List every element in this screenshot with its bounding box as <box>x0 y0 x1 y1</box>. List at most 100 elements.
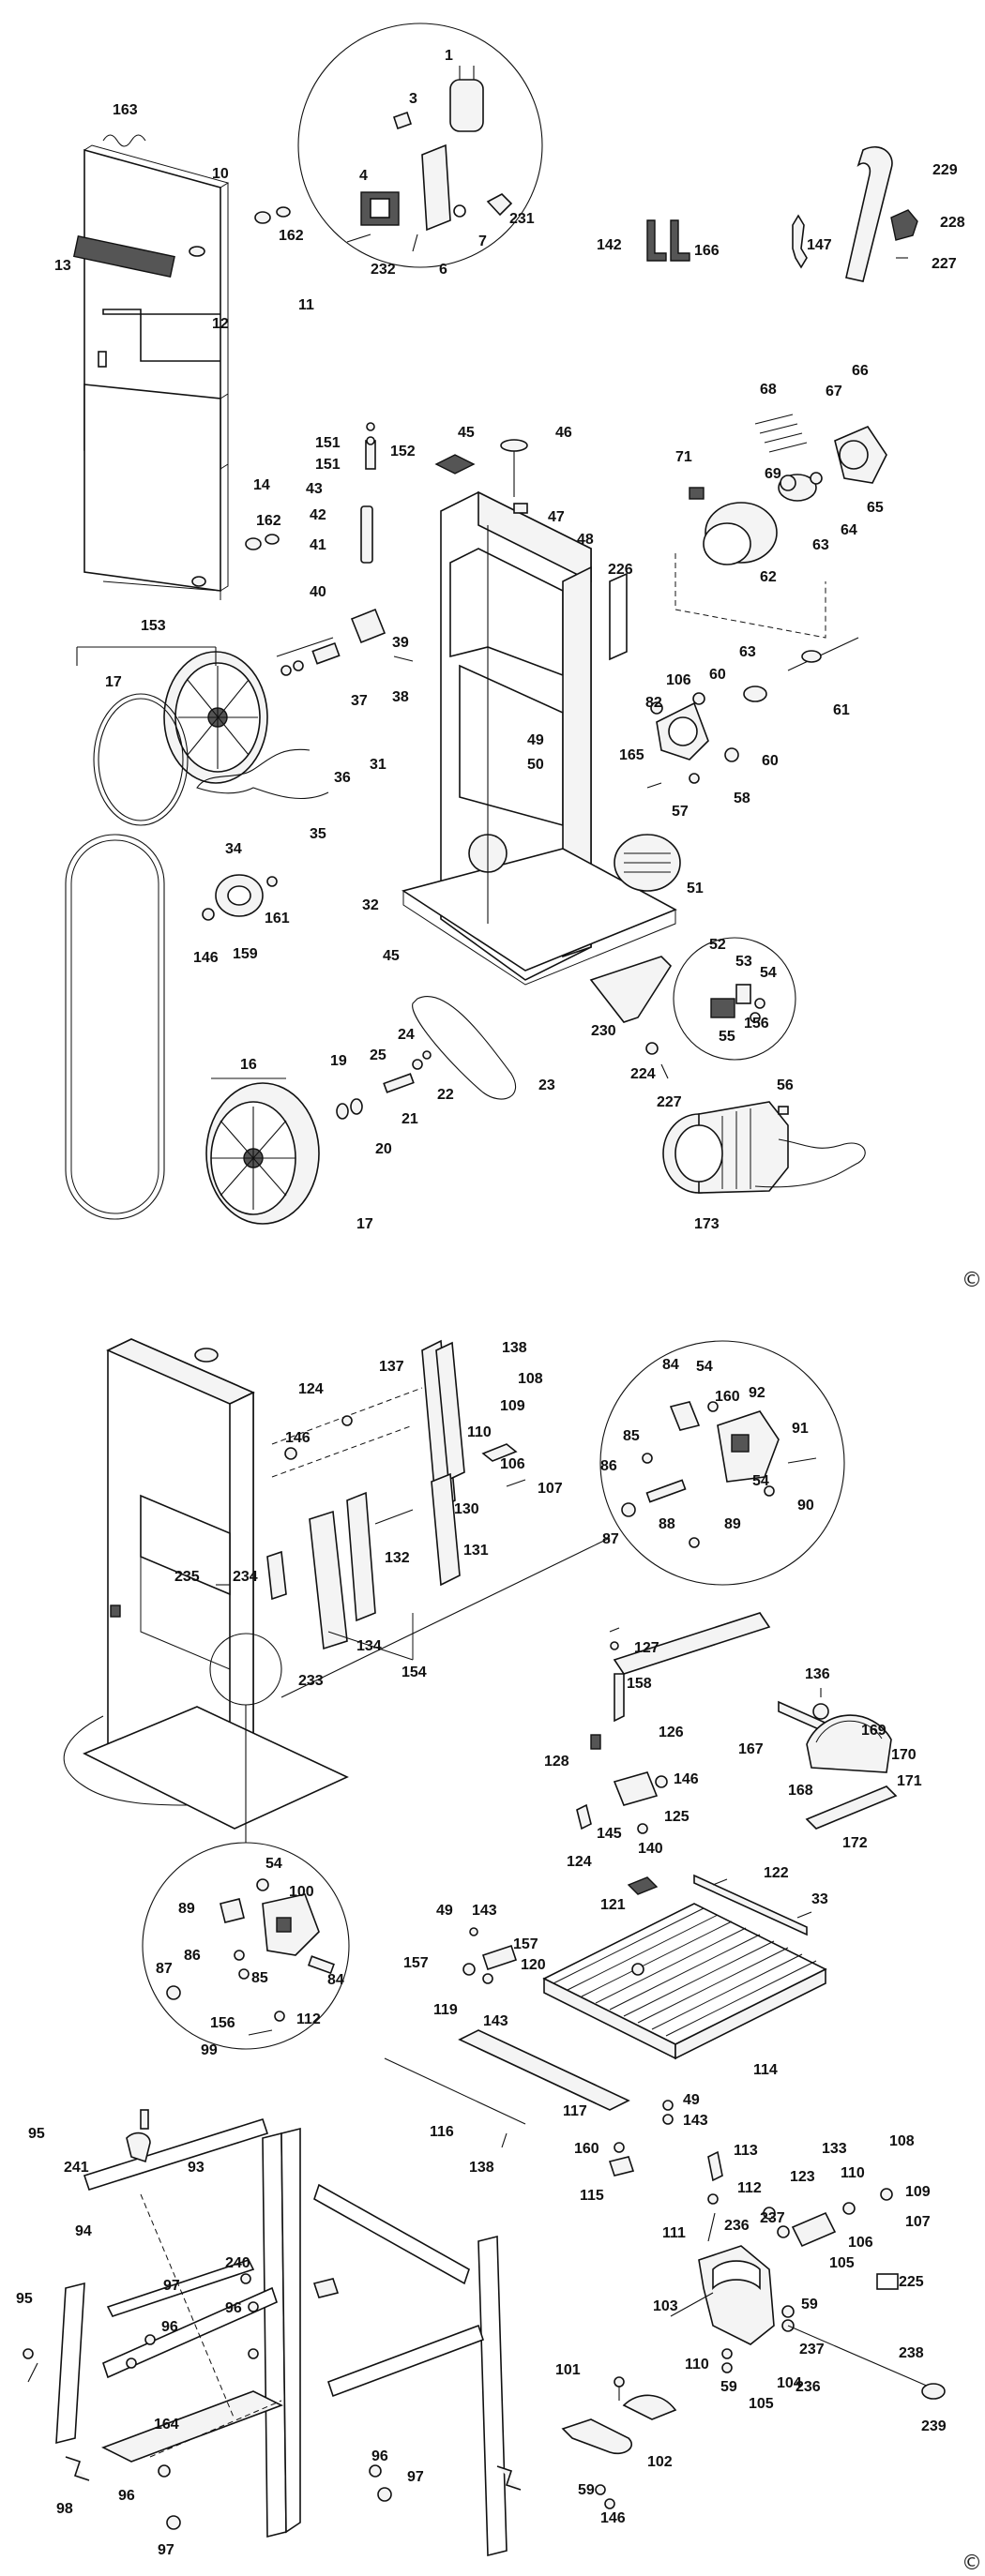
motor-pulley-assembly <box>646 414 887 789</box>
label: 114 <box>753 2062 778 2078</box>
label: 14 <box>253 477 270 493</box>
label: 48 <box>577 532 594 548</box>
label: 136 <box>805 1666 830 1682</box>
labels-top: 1 3 4 7 231 232 6 163 10 162 11 12 13 14… <box>54 48 965 1232</box>
label: 167 <box>738 1741 764 1757</box>
label: 54 <box>696 1359 713 1375</box>
label: 117 <box>563 2103 587 2119</box>
mitre-gauge <box>778 1688 898 1830</box>
lower-wheel <box>205 1082 320 1225</box>
label: 165 <box>619 747 644 763</box>
label: 71 <box>675 449 692 465</box>
label: 121 <box>600 1897 626 1913</box>
label: 105 <box>829 2255 855 2271</box>
label: 160 <box>715 1389 740 1405</box>
label: 54 <box>265 1856 282 1872</box>
labels-bottom: 138 137 108 109 110 106 107 124 146 130 … <box>16 1340 947 2558</box>
label: 34 <box>225 841 242 857</box>
label: 56 <box>777 1077 794 1093</box>
label: 113 <box>734 2143 758 2159</box>
label: 124 <box>567 1854 592 1870</box>
label: 162 <box>256 513 281 529</box>
label: 106 <box>666 672 691 688</box>
label: 63 <box>812 537 829 553</box>
label: 234 <box>233 1569 258 1585</box>
label: 158 <box>627 1676 652 1692</box>
label: 89 <box>724 1516 741 1532</box>
label: 236 <box>796 2379 821 2395</box>
blade-tension-handle <box>845 145 893 282</box>
label: 119 <box>433 2002 458 2018</box>
label: 159 <box>233 946 258 962</box>
label: 151 <box>315 457 341 473</box>
label: 10 <box>212 166 229 182</box>
label: 107 <box>538 1481 563 1497</box>
label: 131 <box>463 1543 489 1559</box>
copyright-bottom: © <box>962 2552 982 2575</box>
label: 126 <box>659 1725 684 1740</box>
label: 162 <box>279 228 304 244</box>
label: 57 <box>672 804 689 820</box>
label: 64 <box>841 522 857 538</box>
label: 53 <box>735 954 752 970</box>
upper-tyre <box>93 693 189 826</box>
label: 145 <box>597 1826 622 1842</box>
label: 46 <box>555 425 572 441</box>
label: 11 <box>298 297 314 313</box>
label: 99 <box>201 2042 218 2058</box>
label: 142 <box>597 237 622 253</box>
label: 127 <box>634 1640 659 1656</box>
label: 32 <box>362 897 379 913</box>
label: 3 <box>409 91 417 107</box>
label: 97 <box>158 2542 174 2558</box>
label: 102 <box>647 2454 673 2470</box>
label: 40 <box>310 584 326 600</box>
label: 13 <box>54 258 71 274</box>
label: 38 <box>392 689 409 705</box>
label: 105 <box>749 2396 774 2412</box>
label: 107 <box>905 2214 931 2230</box>
label: 45 <box>458 425 475 441</box>
label: 104 <box>777 2375 802 2391</box>
label: 106 <box>848 2235 873 2251</box>
upper-guide-inset-circle <box>599 1340 845 1586</box>
label: 115 <box>580 2188 604 2204</box>
label: 153 <box>141 618 166 634</box>
label: 45 <box>383 948 400 964</box>
copyright-top: © <box>962 1269 982 1292</box>
label: 17 <box>356 1216 373 1232</box>
label: 166 <box>694 243 720 259</box>
label: 146 <box>193 950 219 966</box>
label: 238 <box>899 2345 924 2361</box>
drive-belt <box>412 996 517 1100</box>
label: 231 <box>509 211 535 227</box>
label: 140 <box>638 1841 663 1857</box>
label: 6 <box>439 262 447 278</box>
capacitor <box>449 79 484 132</box>
label: 143 <box>483 2013 508 2029</box>
label: 50 <box>527 757 544 773</box>
label: 230 <box>591 1023 616 1039</box>
label: 95 <box>16 2291 33 2307</box>
upper-wheel <box>163 651 268 784</box>
label: 88 <box>659 1516 675 1532</box>
label: 60 <box>709 667 726 683</box>
label: 138 <box>502 1340 527 1356</box>
label: 120 <box>521 1957 546 1973</box>
label: 154 <box>402 1665 427 1680</box>
switch-bracket <box>421 143 451 232</box>
label: 112 <box>296 2011 321 2027</box>
label: 146 <box>674 1771 699 1787</box>
label: 227 <box>657 1094 682 1110</box>
label: 61 <box>833 702 850 718</box>
label: 62 <box>760 569 777 585</box>
label: 134 <box>356 1638 382 1654</box>
label: 109 <box>500 1398 525 1414</box>
label: 224 <box>630 1066 656 1082</box>
label: 108 <box>889 2133 915 2149</box>
label: 69 <box>765 466 781 482</box>
label: 97 <box>407 2469 424 2485</box>
label: 156 <box>744 1016 769 1032</box>
label: 151 <box>315 435 341 451</box>
